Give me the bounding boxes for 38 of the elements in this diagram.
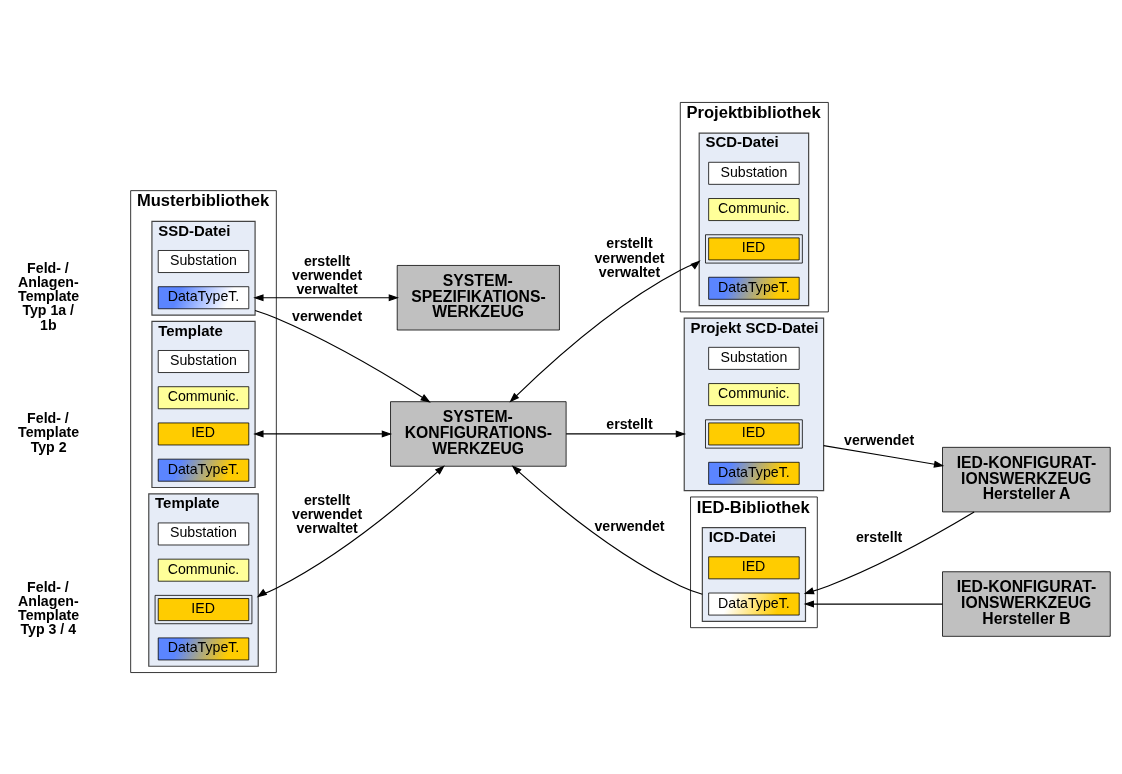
node-box: Substation — [157, 522, 250, 545]
node-box: Substation — [708, 161, 800, 185]
arrow — [256, 464, 445, 598]
node-box: Communic. — [157, 558, 250, 582]
arrow — [803, 510, 975, 594]
node-box: DataTypeT. — [157, 285, 250, 309]
node-box: Substation — [157, 349, 250, 373]
arrow — [253, 429, 393, 438]
node-box: IED-KONFIGURAT- IONSWERKZEUG Hersteller B — [942, 570, 1111, 637]
edge-label: erstellt verwendet verwaltet — [292, 491, 363, 536]
label: Feld- / Anlagen- Template Typ 1a / 1b — [18, 259, 80, 333]
edge-label: verwendet — [844, 431, 915, 448]
node-box: Substation — [157, 249, 250, 273]
edge-label: erstellt verwendet verwaltet — [292, 252, 363, 297]
arrow — [823, 444, 945, 468]
edge-label: erstellt — [855, 528, 903, 545]
node-box: Substation — [708, 346, 800, 370]
node-box: Communic. — [157, 385, 250, 409]
node-box: IED — [708, 555, 800, 579]
node-box: IED-KONFIGURAT- IONSWERKZEUG Hersteller A — [942, 446, 1111, 512]
edge-label: erstellt — [606, 415, 653, 432]
arrow — [254, 309, 431, 403]
arrow — [511, 464, 703, 595]
node-box: SYSTEM- SPEZIFIKATIONS- WERKZEUG — [396, 264, 560, 330]
label: Feld- / Template Typ 2 — [18, 409, 80, 455]
node-box: DataTypeT. — [708, 592, 800, 615]
node-box: Communic. — [708, 197, 800, 221]
node-box: IED — [157, 422, 250, 445]
edge-label: verwendet — [292, 307, 363, 324]
edge-label: erstellt verwendet verwaltet — [594, 234, 665, 280]
arrow — [253, 293, 399, 301]
edge-label: verwendet — [594, 517, 665, 534]
node-box: Communic. — [708, 382, 800, 406]
label: Feld- / Anlagen- Template Typ 3 / 4 — [18, 578, 80, 637]
node-box: SYSTEM- KONFIGURATIONS- WERKZEUG — [390, 400, 567, 467]
arrow — [509, 259, 701, 403]
arrow — [565, 429, 686, 438]
arrow — [803, 599, 944, 608]
